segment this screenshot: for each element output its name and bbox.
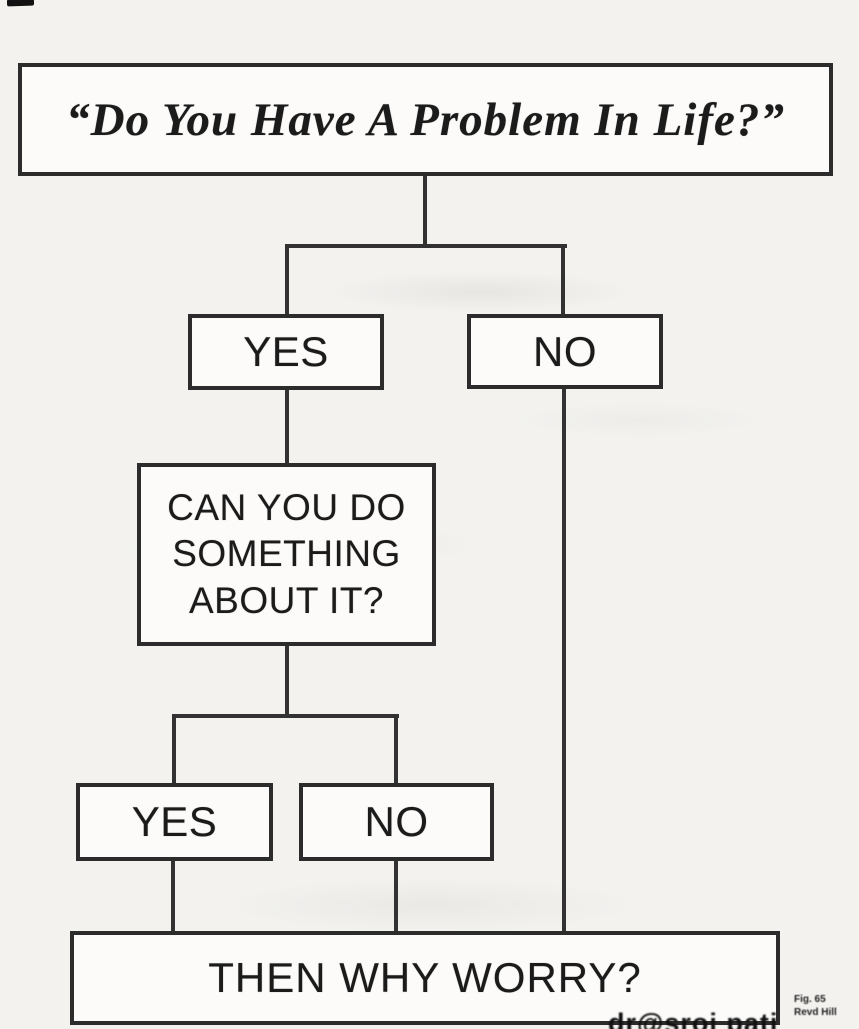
node-root-question: “Do You Have A Problem In Life?” [18,63,833,176]
connector-branch2-horizontal [172,714,399,718]
root-question-label: “Do You Have A Problem In Life?” [66,93,785,146]
branch1-no-label: NO [533,327,597,375]
question2-line-2: SOMETHING [172,533,401,575]
node-branch1-yes: YES [188,314,384,390]
question2-line-3: ABOUT IT? [188,579,385,621]
branch1-yes-label: YES [243,328,329,375]
branch2-no-label: NO [364,798,429,845]
watermark-text: dr@sroj pati [608,1008,779,1029]
connector-root-stem [423,174,427,248]
connector-no2-to-conclusion [394,859,398,933]
connector-branch2-yes-drop [172,716,176,784]
node-branch1-no: NO [467,314,663,389]
scan-artifact-mark [6,0,35,7]
connector-yes2-to-conclusion [171,859,175,933]
connector-no1-to-conclusion [562,387,566,933]
figure-number: Fig. 65 [794,994,826,1005]
node-question2: CAN YOU DO SOMETHING ABOUT IT? [137,463,436,646]
node-branch2-no: NO [299,783,494,861]
conclusion-label: THEN WHY WORRY? [208,954,642,1001]
connector-branch1-no-drop [561,246,565,314]
branch2-yes-label: YES [131,798,218,845]
figure-caption: Fig. 65 Revd Hill [794,994,859,1019]
node-branch2-yes: YES [76,783,273,861]
question2-line-1: CAN YOU DO [167,486,406,528]
figure-credit: Revd Hill [794,1006,837,1018]
connector-question2-stem [285,644,289,718]
connector-branch1-yes-drop [285,246,289,314]
connector-yes1-to-question2 [285,388,289,464]
connector-branch1-horizontal [285,244,567,248]
connector-branch2-no-drop [394,716,398,784]
node-conclusion: THEN WHY WORRY? [70,931,780,1025]
